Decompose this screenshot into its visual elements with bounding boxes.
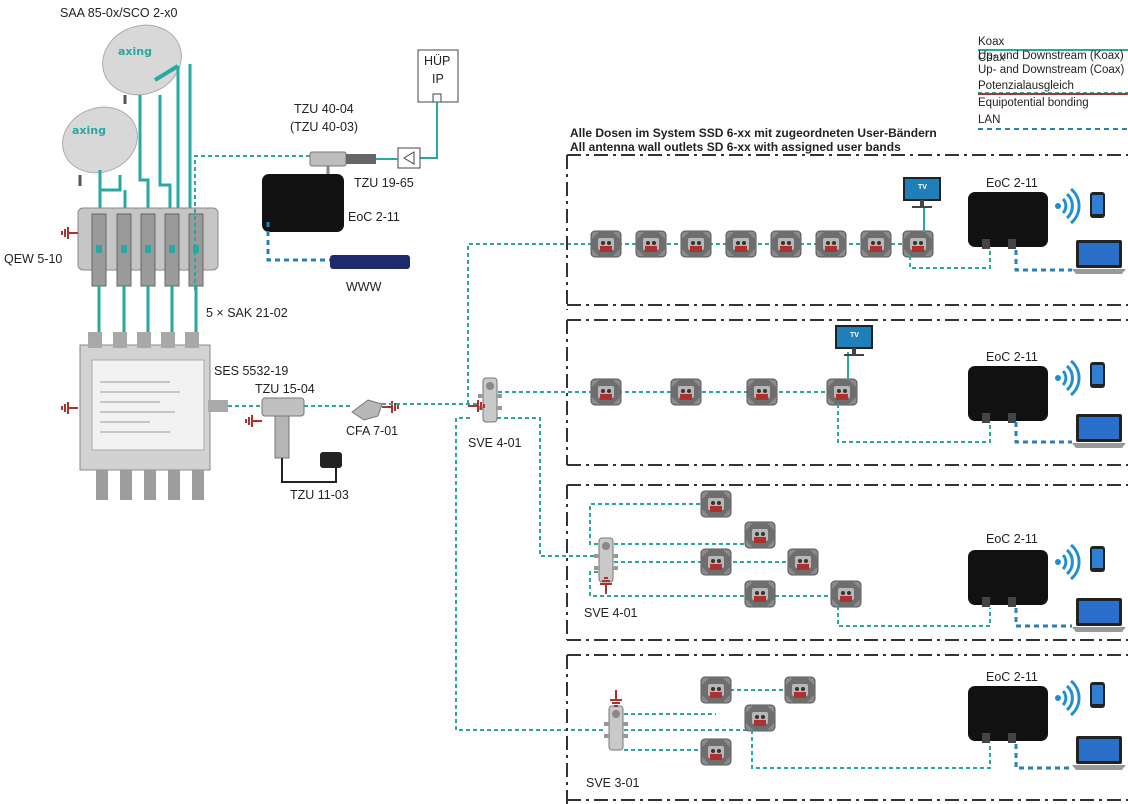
legend-updown-en: Up- and Downstream (Coax): [978, 64, 1124, 76]
label-eoc-master: EoC 2-11: [348, 210, 400, 224]
header-de: Alle Dosen im System SSD 6-xx mit zugeor…: [570, 126, 937, 140]
row-2: [590, 326, 1126, 448]
row-1: [590, 178, 1126, 274]
legend-koax-de: Koax: [978, 36, 1004, 48]
label-tzu-40-04: TZU 40-04: [294, 102, 354, 116]
ses-5532-19: [62, 332, 228, 500]
label-sak: 5 × SAK 21-02: [206, 306, 288, 320]
dish-logo-top: axing: [118, 45, 152, 58]
label-sve-row3: SVE 4-01: [584, 606, 638, 620]
row-3: [590, 491, 1126, 632]
label-saa: SAA 85-0x/SCO 2-x0: [60, 6, 177, 20]
label-tzu-19-65: TZU 19-65: [354, 176, 414, 190]
label-sve-main: SVE 4-01: [468, 436, 522, 450]
label-cfa: CFA 7-01: [346, 424, 398, 438]
label-eoc-row3: EoC 2-11: [986, 532, 1038, 546]
header-en: All antenna wall outlets SD 6-xx with as…: [570, 140, 901, 154]
tv-label-row1: TV: [918, 184, 927, 191]
label-tzu-40-03: (TZU 40-03): [290, 120, 358, 134]
legend-lan: LAN: [978, 114, 1000, 126]
tv-label-row2: TV: [850, 332, 859, 339]
tzu-15-04: [228, 398, 342, 482]
label-eoc-row4: EoC 2-11: [986, 670, 1038, 684]
legend-potential-de: Potenzialausgleich: [978, 80, 1074, 92]
label-eoc-row1: EoC 2-11: [986, 176, 1038, 190]
row-4: [604, 677, 1126, 770]
sve-main: [456, 244, 605, 730]
label-tzu-15-04: TZU 15-04: [255, 382, 315, 396]
legend-updown-de: Up- und Downstream (Koax): [978, 50, 1124, 62]
eoc-master-device: [262, 174, 344, 232]
label-tzu-11-03: TZU 11-03: [290, 488, 349, 502]
label-www: WWW: [346, 280, 381, 294]
label-qew: QEW 5-10: [4, 252, 62, 266]
qew-to-ses-cables: [99, 286, 196, 340]
label-ses: SES 5532-19: [214, 364, 288, 378]
dish-logo-bottom: axing: [72, 124, 106, 137]
tzu-40-04-device: [310, 152, 398, 176]
label-hup-line1: HÜP: [424, 54, 450, 68]
label-eoc-row2: EoC 2-11: [986, 350, 1038, 364]
label-hup-line2: IP: [432, 72, 444, 86]
legend-potential-en: Equipotential bonding: [978, 97, 1089, 109]
label-sve-row4: SVE 3-01: [586, 776, 640, 790]
